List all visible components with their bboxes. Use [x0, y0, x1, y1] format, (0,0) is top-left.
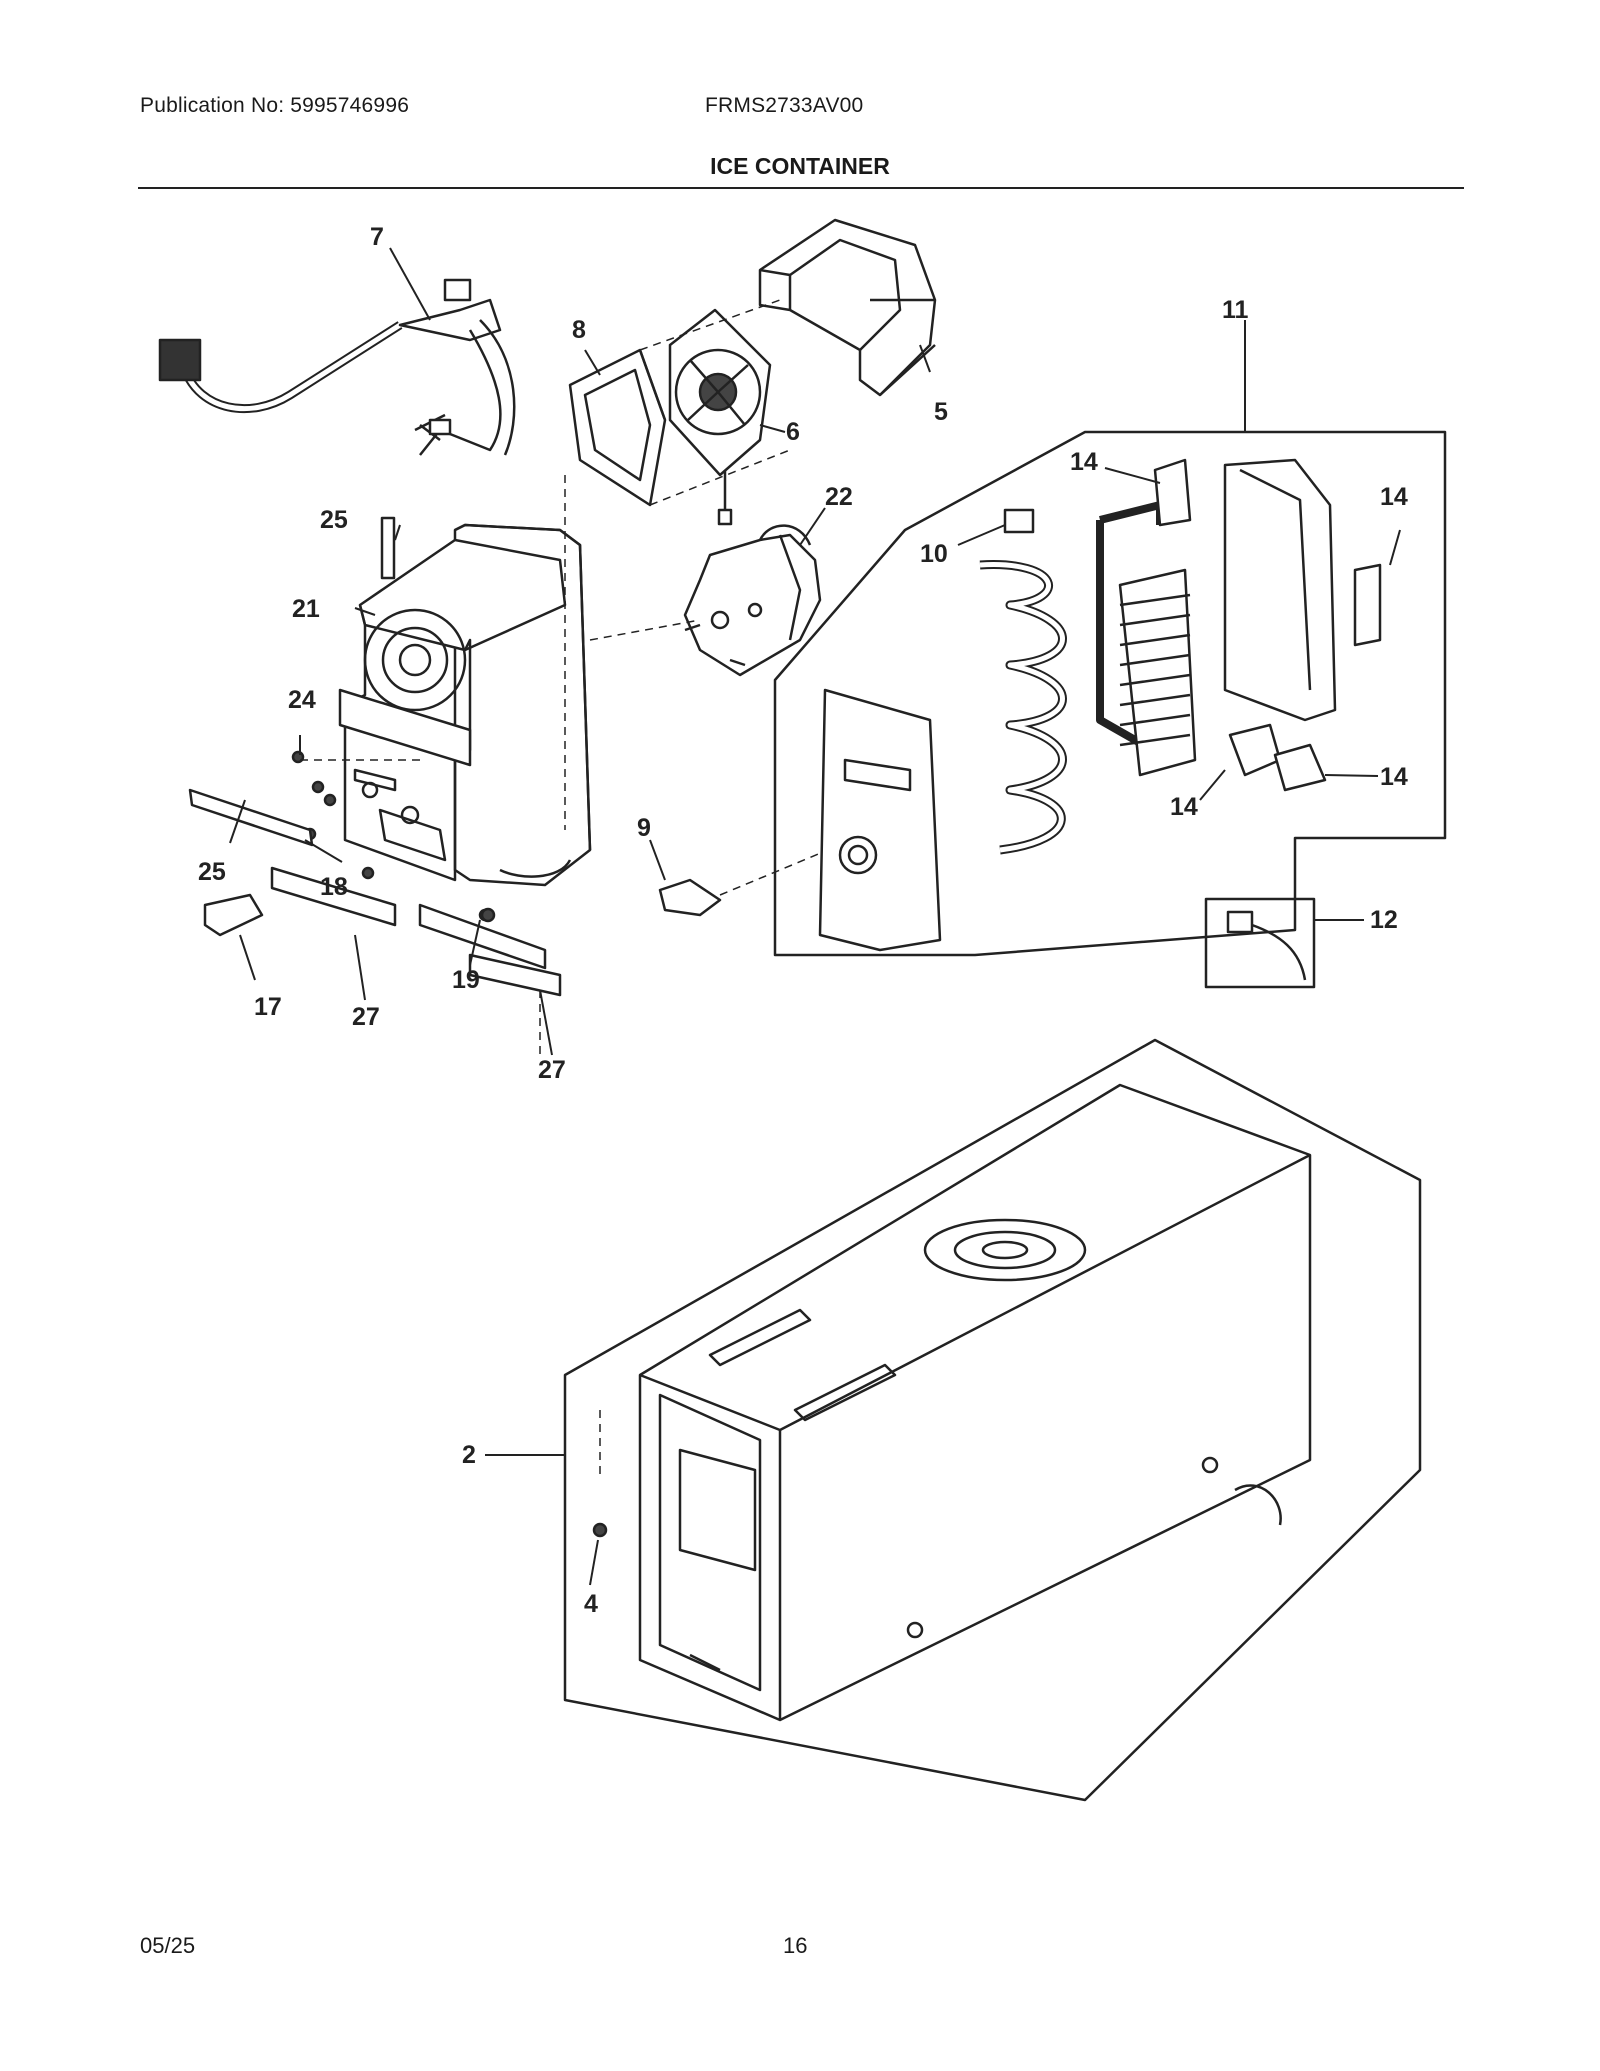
- header-divider: [138, 187, 1464, 189]
- callout-11: 11: [1222, 296, 1249, 324]
- part-housing: [338, 523, 592, 887]
- part-fan-shroud: [568, 348, 667, 507]
- callout-8: 8: [572, 316, 586, 344]
- page-number: 16: [783, 1933, 808, 1958]
- callout-19: 19: [452, 966, 480, 994]
- callout-14-bottom-right: 14: [1380, 763, 1408, 791]
- assembly-guide-lines: [300, 299, 841, 1060]
- callout-25-top: 25: [320, 506, 348, 534]
- callout-14-bottom-left: 14: [1170, 793, 1198, 821]
- callout-leaders: [229, 247, 1401, 1586]
- callout-21: 21: [292, 595, 320, 623]
- page-title: ICE CONTAINER: [710, 153, 890, 179]
- part-air-duct: [758, 218, 937, 397]
- part-evaporator-group: [773, 430, 1447, 957]
- callout-5: 5: [934, 398, 948, 426]
- callout-6: 6: [786, 418, 800, 446]
- callout-2: 2: [462, 1441, 476, 1469]
- callout-7: 7: [370, 223, 384, 251]
- part-auger-motor: [683, 524, 822, 677]
- footer-date: 05/25: [140, 1933, 196, 1958]
- part-thermistor-box: [1204, 897, 1316, 989]
- part-fan: [668, 308, 772, 526]
- callout-24: 24: [288, 686, 316, 714]
- callout-14-right: 14: [1380, 483, 1408, 511]
- callout-27-right: 27: [538, 1056, 566, 1084]
- part-small-fittings: [203, 878, 722, 937]
- callout-18: 18: [320, 873, 348, 901]
- part-ice-bucket: [563, 1038, 1422, 1802]
- callout-17: 17: [254, 993, 282, 1021]
- callout-22: 22: [825, 483, 853, 511]
- model-number: FRMS2733AV00: [705, 94, 864, 117]
- callout-27-left: 27: [352, 1003, 380, 1031]
- callout-9: 9: [637, 814, 651, 842]
- part-wire-harness: [158, 278, 516, 456]
- callout-12: 12: [1370, 906, 1398, 934]
- publication-number: Publication No: 5995746996: [140, 94, 410, 117]
- callout-4: 4: [584, 1590, 598, 1618]
- callout-14-top: 14: [1070, 448, 1098, 476]
- callout-10: 10: [920, 540, 948, 568]
- callout-25-bottom: 25: [198, 858, 226, 886]
